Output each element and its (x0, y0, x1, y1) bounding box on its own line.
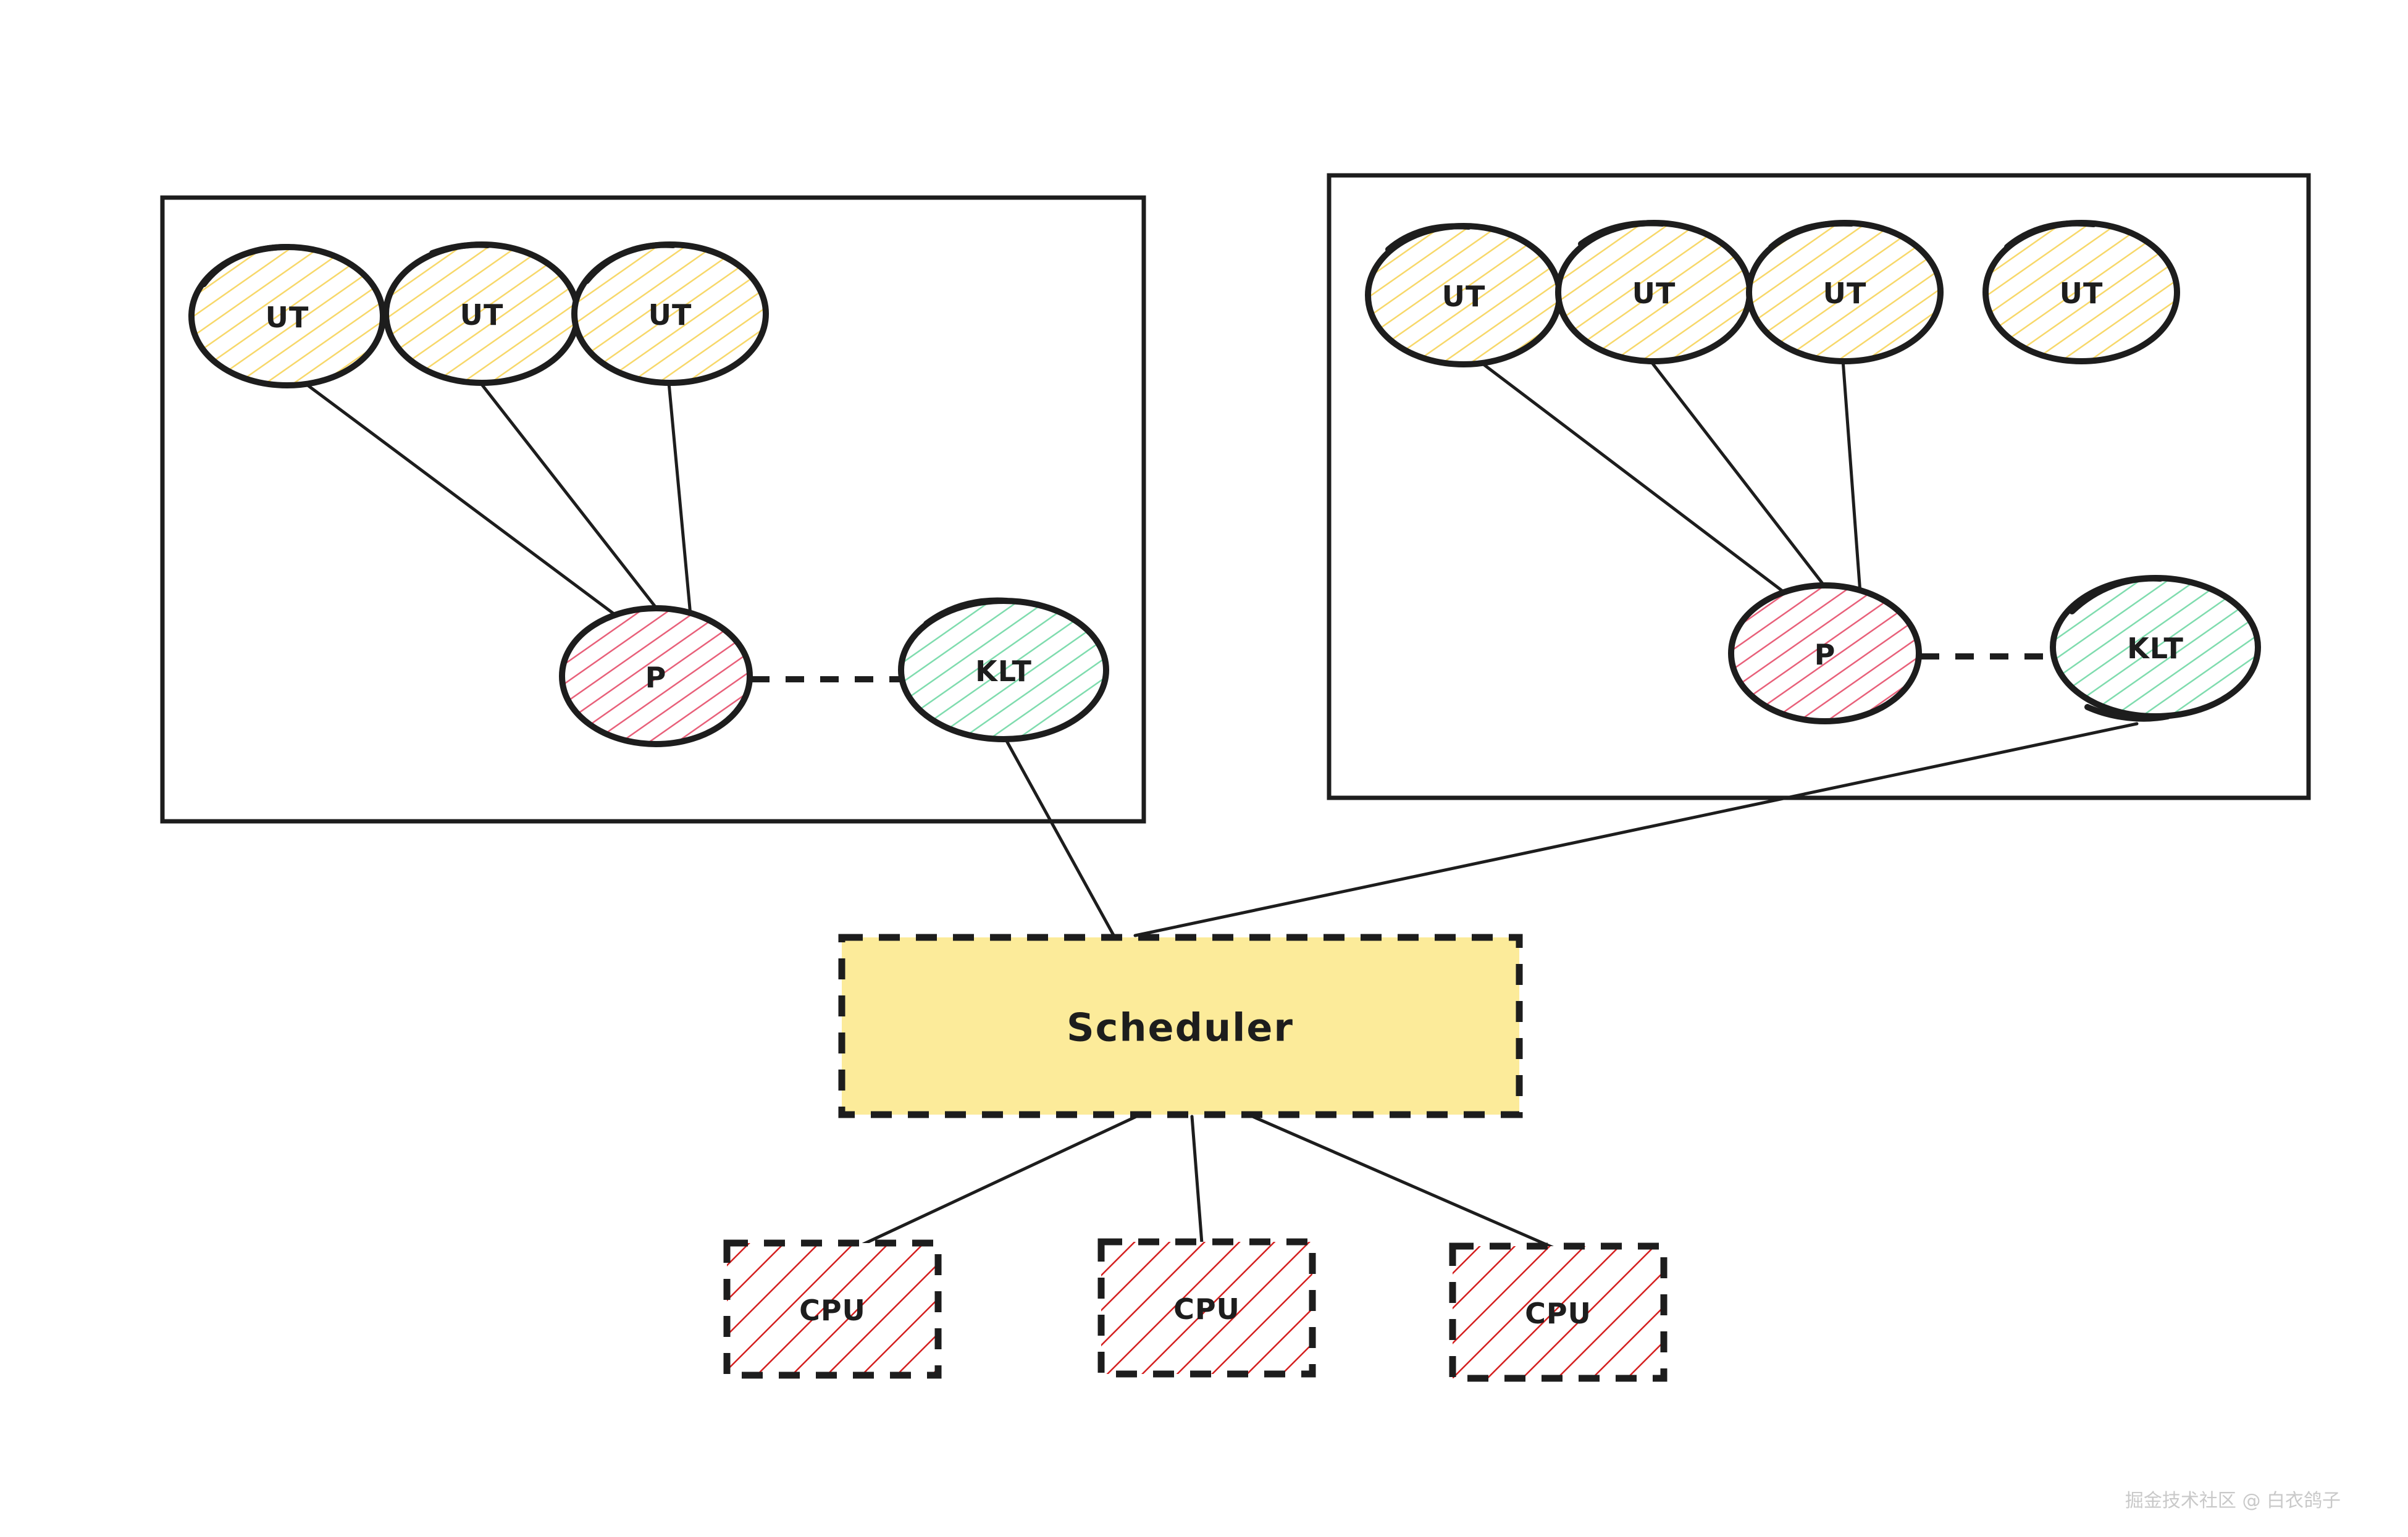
user-thread-node[interactable]: UT (571, 241, 769, 386)
process-label: P (1814, 638, 1836, 671)
cpu-label: CPU (1525, 1297, 1592, 1330)
scheduler-label: Scheduler (1067, 1005, 1294, 1050)
user-thread-label: UT (460, 298, 504, 332)
user-thread-node[interactable]: UT (1555, 220, 1753, 364)
kernel-thread-label: KLT (2127, 632, 2184, 665)
process-label: P (645, 661, 667, 694)
kernel-thread-label: KLT (975, 655, 1032, 688)
edge-scheduler-to-cpu-1 (860, 1115, 1138, 1247)
edge-ut3-to-process-right (1841, 358, 1862, 595)
process-container-right (1327, 173, 2311, 800)
cpu-node[interactable]: CPU (1449, 1242, 1668, 1382)
edge-klt-left-to-scheduler (1005, 739, 1117, 939)
user-thread-node[interactable]: UT (188, 243, 386, 388)
edge-ut1-to-process-right (1482, 362, 1789, 597)
user-thread-label: UT (2060, 277, 2104, 310)
edge-ut2-to-process-left (479, 381, 658, 610)
user-thread-label: UT (1632, 277, 1676, 310)
cpu-node[interactable]: CPU (723, 1239, 942, 1379)
edge-ut2-to-process-right (1649, 359, 1827, 588)
edge-ut3-to-process-left (667, 381, 692, 617)
watermark-text: 掘金技术社区 @ 白衣鸽子 (2125, 1490, 2341, 1512)
user-thread-label: UT (266, 301, 309, 334)
user-thread-label: UT (1442, 280, 1486, 313)
process-container-left (160, 195, 1146, 824)
user-thread-label: UT (648, 298, 692, 332)
process-node[interactable]: P (1728, 582, 1922, 724)
user-thread-label: UT (1823, 277, 1867, 310)
cpu-node[interactable]: CPU (1097, 1238, 1316, 1378)
user-thread-node[interactable]: UT (383, 241, 581, 386)
kernel-thread-node[interactable]: KLT (898, 597, 1109, 742)
user-thread-node[interactable]: UT (1746, 220, 1944, 364)
kernel-thread-node[interactable]: KLT (2050, 575, 2261, 722)
edge-scheduler-to-cpu-3 (1251, 1115, 1558, 1250)
user-thread-node[interactable]: UT (1982, 220, 2180, 364)
edge-klt-right-to-scheduler (1133, 722, 2139, 937)
cpu-label: CPU (799, 1294, 866, 1327)
user-thread-node[interactable]: UT (1365, 223, 1563, 367)
cpu-label: CPU (1173, 1292, 1240, 1326)
edge-scheduler-to-cpu-2 (1190, 1115, 1204, 1245)
scheduler-node[interactable]: Scheduler (838, 934, 1523, 1118)
process-node[interactable]: P (559, 605, 753, 747)
edge-ut1-to-process-left (305, 383, 621, 619)
